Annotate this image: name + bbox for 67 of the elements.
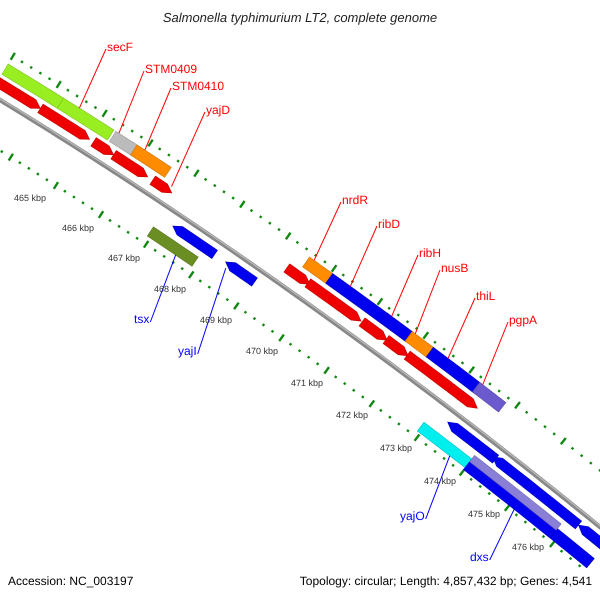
gene-label: pgpA <box>509 314 538 326</box>
gene-feature <box>426 346 482 394</box>
leader-line <box>171 112 206 188</box>
position-label: 466 kbp <box>62 224 94 233</box>
title: Salmonella typhimurium LT2, complete genome <box>162 11 438 24</box>
gene-feature <box>304 278 362 322</box>
leader-line <box>118 70 144 134</box>
gene-label: nusB <box>441 262 468 274</box>
leader-line <box>150 254 176 322</box>
gene-feature <box>578 524 600 550</box>
gene-feature <box>283 263 310 285</box>
genome-info-text: Topology: circular; Length: 4,857,432 bp; Genes: 4,541 <box>300 575 592 587</box>
gene-feature <box>380 312 414 342</box>
gene-feature <box>130 144 172 178</box>
gene-feature <box>447 422 500 464</box>
leader-line <box>448 298 476 359</box>
gene-feature <box>110 150 148 178</box>
gene-label: yajI <box>178 345 197 357</box>
position-label: 471 kbp <box>291 379 324 388</box>
leader-line <box>391 254 418 317</box>
gene-label: nrdR <box>342 194 368 206</box>
gene-label: dxs <box>470 551 489 563</box>
leader-line <box>197 268 226 354</box>
gene-feature <box>302 256 334 284</box>
position-label: 472 kbp <box>336 411 368 420</box>
gene-feature <box>150 176 172 194</box>
gene-feature <box>146 226 199 267</box>
gene-feature <box>549 528 595 568</box>
position-label: 476 kbp <box>512 543 544 552</box>
leader-line <box>78 48 106 109</box>
gene-feature <box>172 226 218 259</box>
gene-label: ribD <box>378 218 400 230</box>
gene-feature <box>2 64 64 109</box>
position-label: 470 kbp <box>246 347 278 356</box>
gene-label: ribH <box>419 247 442 259</box>
position-label: 475 kbp <box>468 510 500 519</box>
gene-feature <box>416 422 474 470</box>
gene-feature <box>225 262 258 287</box>
accession-text: Accession: NC_003197 <box>8 575 134 587</box>
position-label: 465 kbp <box>14 194 46 203</box>
gene-feature <box>446 383 478 409</box>
gene-label: STM0410 <box>172 80 224 92</box>
gene-label: STM0409 <box>145 63 198 75</box>
leader-line <box>489 508 515 560</box>
leader-line <box>144 88 172 151</box>
gene-feature <box>109 130 138 156</box>
leader-line <box>314 202 342 261</box>
gene-feature <box>358 317 388 341</box>
gene-label: yajO <box>400 510 425 522</box>
position-label: 474 kbp <box>424 477 456 486</box>
gene-feature <box>469 454 562 531</box>
gene-feature <box>382 335 409 356</box>
gene-feature <box>325 273 390 325</box>
gene-feature <box>404 331 434 358</box>
leader-line <box>425 455 450 520</box>
gene-label: yajD <box>206 104 230 116</box>
leader-line <box>482 322 508 386</box>
gene-feature <box>0 77 41 109</box>
gene-feature <box>37 104 90 140</box>
gene-feature <box>56 98 114 140</box>
gene-label: secF <box>107 41 134 53</box>
gene-label: thiL <box>476 290 496 302</box>
gene-feature <box>90 137 114 156</box>
gene-label: tsx <box>134 313 150 325</box>
leader-line <box>350 226 378 287</box>
gene-feature <box>472 382 506 412</box>
leader-line <box>414 270 440 334</box>
